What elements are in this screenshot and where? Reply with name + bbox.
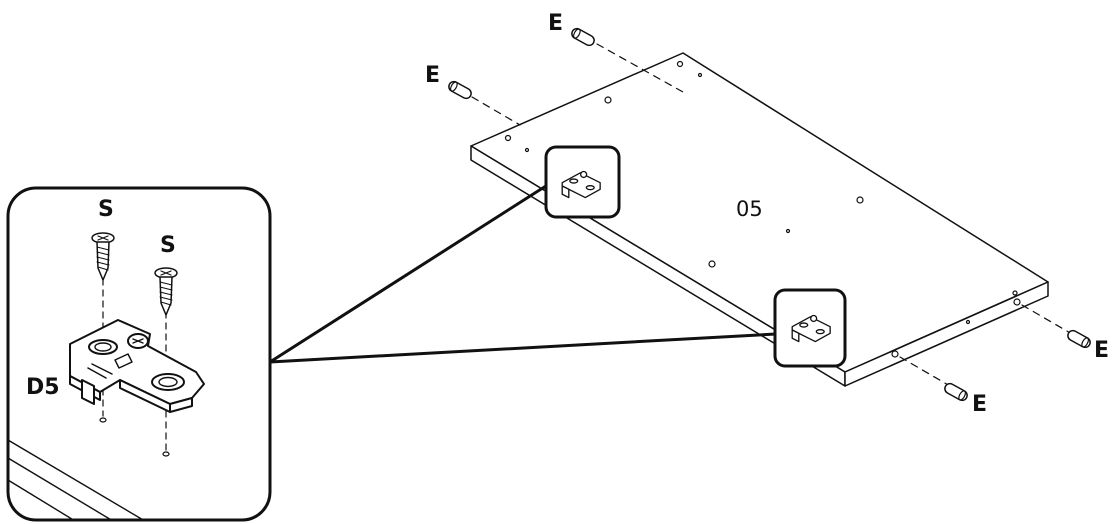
screw-label: S <box>98 197 114 222</box>
dowel-top-left: E <box>425 63 521 126</box>
panel-label: 05 <box>736 197 763 221</box>
detail-callout: S S D5 <box>6 186 272 522</box>
screw-2 <box>154 267 178 316</box>
hinge-plate-label: D5 <box>26 375 60 400</box>
dowel-label: E <box>972 392 987 417</box>
dowel-label: E <box>425 63 440 88</box>
hinge-plate-highlight-1 <box>544 145 621 219</box>
hinge-plate-highlight-2 <box>773 288 847 368</box>
callout-leader-lower <box>268 332 778 364</box>
screw-1 <box>91 232 115 281</box>
dowel-bottom-center: E <box>899 356 987 417</box>
dowel-top-right: E <box>548 11 684 93</box>
dowel-label: E <box>1094 338 1109 363</box>
screw-label: S <box>160 233 176 258</box>
dowel-bottom-right: E <box>1021 304 1109 363</box>
callout-leader-upper <box>268 182 551 364</box>
dowel-label: E <box>548 11 563 36</box>
hinge-plate-d5 <box>69 319 205 413</box>
